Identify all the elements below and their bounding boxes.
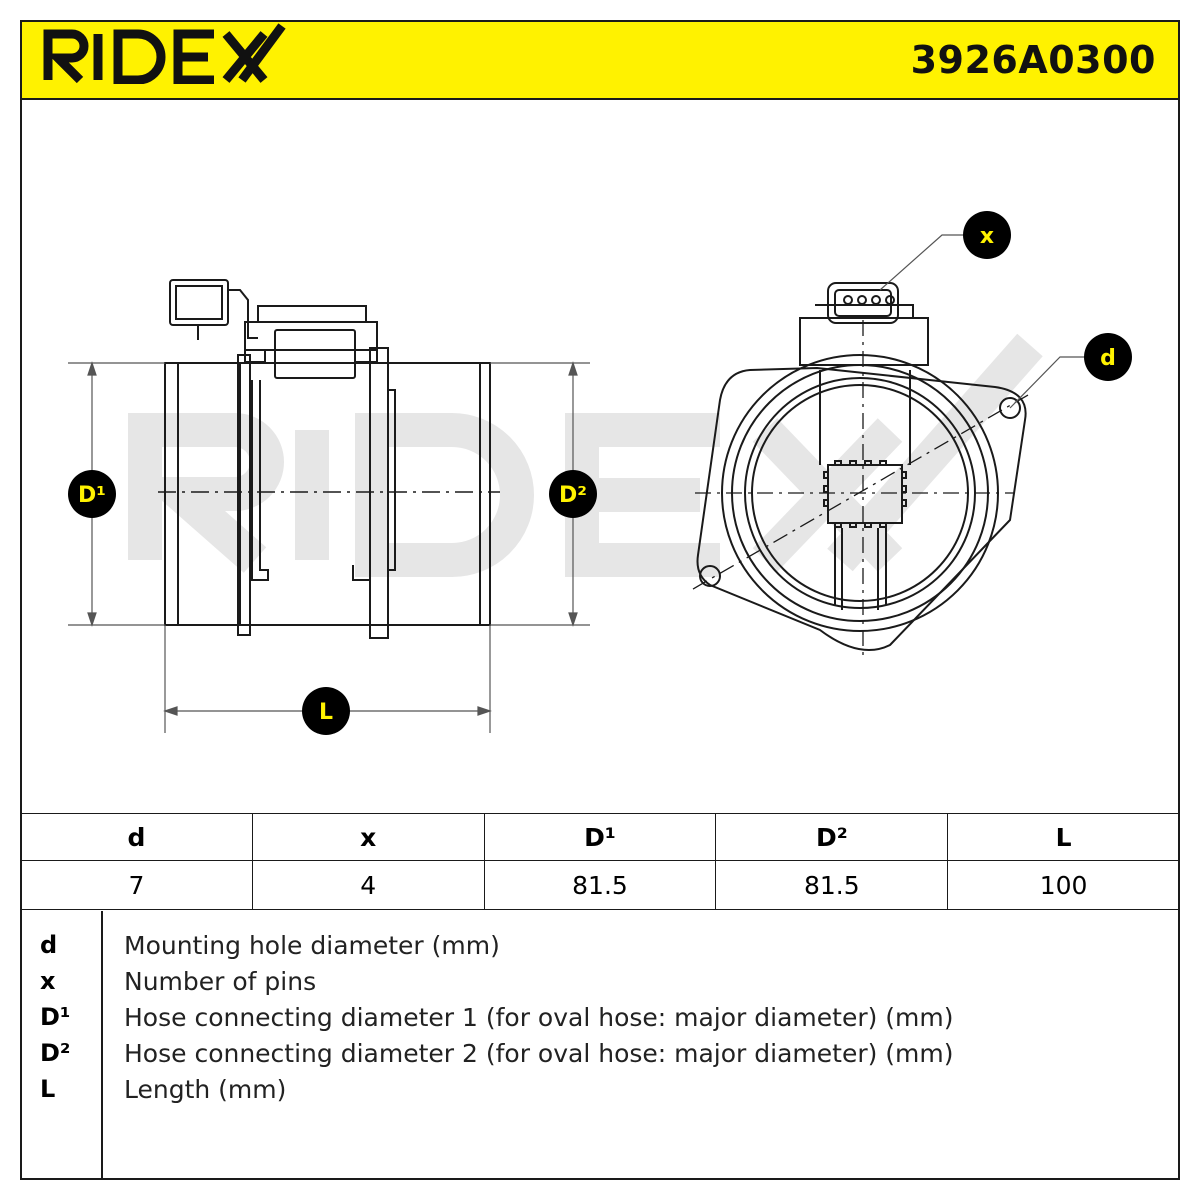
legend: d Mounting hole diameter (mm) x Number o…	[20, 911, 1180, 1180]
d2-badge	[549, 470, 597, 518]
x-leader	[879, 234, 965, 291]
d1-badge	[68, 470, 116, 518]
specs-header-x: x	[251, 813, 485, 861]
specs-header-d: d	[20, 813, 253, 861]
legend-description: Length (mm)	[124, 1075, 287, 1104]
specs-value-d1: 81.5	[483, 860, 717, 910]
d1-label: D¹	[78, 483, 106, 508]
specs-value-row: 7 4 81.5 81.5 100	[20, 860, 1180, 910]
specs-header-d2: D²	[715, 813, 949, 861]
d-label: d	[1100, 346, 1116, 371]
legend-symbol: D²	[40, 1039, 71, 1067]
d-leader	[1009, 356, 1085, 409]
x-badge	[963, 211, 1011, 259]
legend-item: D¹ Hose connecting diameter 1 (for oval …	[20, 1003, 1180, 1039]
specs-header-l: L	[947, 813, 1180, 861]
specs-value-d2: 81.5	[715, 860, 949, 910]
part-number: 3926A0300	[910, 38, 1156, 82]
legend-divider	[101, 911, 103, 1180]
end-view	[696, 282, 1027, 651]
legend-description: Hose connecting diameter 1 (for oval hos…	[124, 1003, 954, 1032]
x-label: x	[980, 224, 994, 249]
ridex-logo	[43, 23, 286, 84]
specs-header-d1: D¹	[483, 813, 717, 861]
legend-description: Hose connecting diameter 2 (for oval hos…	[124, 1039, 954, 1068]
legend-symbol: x	[40, 967, 56, 995]
side-view	[164, 279, 491, 639]
header-bar	[20, 20, 1180, 100]
legend-symbol: d	[40, 931, 58, 959]
specs-value-d: 7	[20, 860, 253, 910]
legend-item: x Number of pins	[20, 967, 1180, 1003]
legend-description: Mounting hole diameter (mm)	[124, 931, 500, 960]
legend-symbol: D¹	[40, 1003, 71, 1031]
technical-drawing: D¹ D² L	[68, 211, 1132, 735]
specs-value-x: 4	[251, 860, 485, 910]
specs-table: d x D¹ D² L 7 4 81.5 81.5 100	[20, 813, 1180, 910]
legend-item: D² Hose connecting diameter 2 (for oval …	[20, 1039, 1180, 1075]
l-badge	[302, 687, 350, 735]
specs-header-row: d x D¹ D² L	[20, 813, 1180, 861]
legend-symbol: L	[40, 1075, 56, 1103]
specs-value-l: 100	[947, 860, 1180, 910]
legend-description: Number of pins	[124, 967, 317, 996]
legend-item: L Length (mm)	[20, 1075, 1180, 1111]
d-badge	[1084, 333, 1132, 381]
d2-label: D²	[559, 483, 587, 508]
legend-item: d Mounting hole diameter (mm)	[20, 931, 1180, 967]
l-label: L	[319, 700, 333, 725]
